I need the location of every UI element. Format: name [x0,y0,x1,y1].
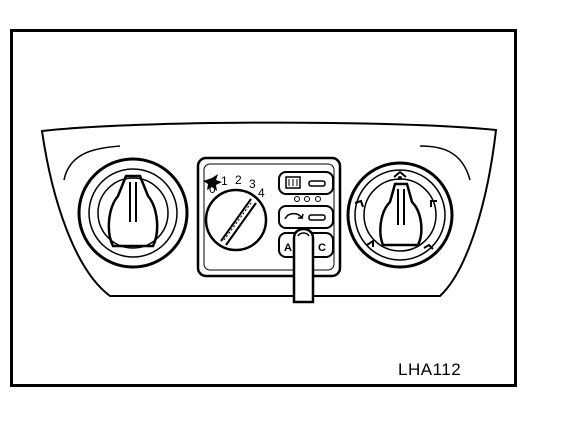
fan-speed-label-4: 4 [258,186,265,200]
pointing-finger [292,227,315,304]
center-control-cluster [196,156,342,278]
fan-speed-label-0: 0 [209,182,216,196]
fan-icon [203,174,222,191]
fan-speed-label-1: 1 [221,174,228,188]
air-recirculation-button[interactable] [278,205,334,229]
right-mode-knob[interactable] [346,161,454,269]
rear-defroster-button[interactable] [278,171,334,195]
figure-reference-code: LHA112 [398,360,462,379]
fan-speed-label-2: 2 [235,173,242,187]
bezel-inner-trim [63,145,471,181]
fan-speed-knob[interactable] [204,188,268,252]
left-control-knob[interactable] [77,157,189,269]
ac-button-letter-a: A [284,242,292,254]
fan-speed-label-3: 3 [249,177,256,191]
dashboard-bezel [40,121,498,297]
figure-frame [10,29,517,387]
ac-button-letter-c: C [318,242,326,254]
indicator-lights [294,196,321,202]
airflow-mode-icons [354,170,437,250]
